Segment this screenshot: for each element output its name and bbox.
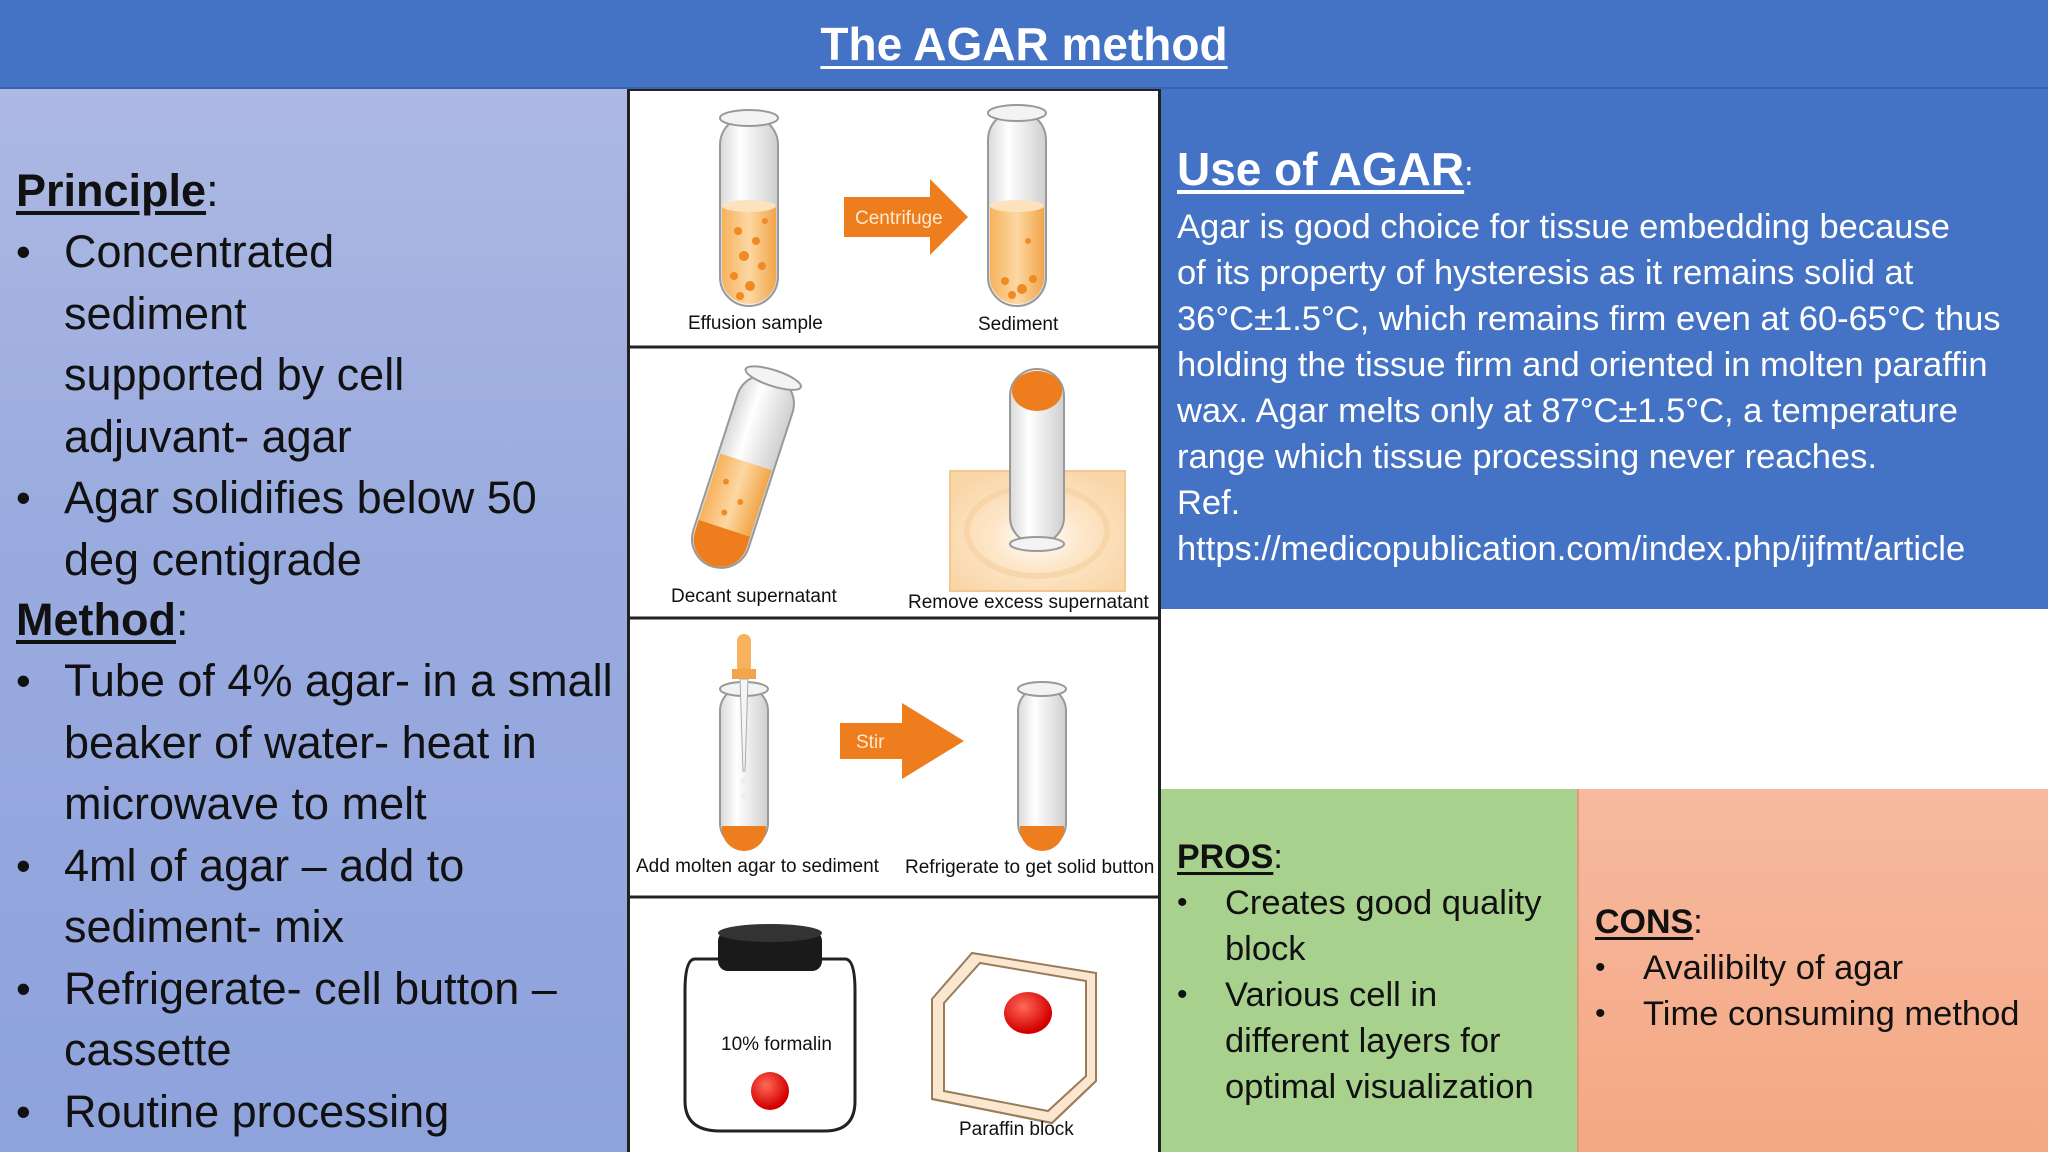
solid-button-tube-icon <box>1017 681 1067 851</box>
arrow-label-centrifuge: Centrifuge <box>855 208 943 229</box>
label-effusion: Effusion sample <box>688 313 823 334</box>
label-remove: Remove excess supernatant <box>908 592 1150 613</box>
use-line: wax. Agar melts only at 87°C±1.5°C, a te… <box>1177 392 1958 430</box>
use-line: range which tissue processing never reac… <box>1177 438 1877 476</box>
use-line: 36°C±1.5°C, which remains firm even at 6… <box>1177 300 2001 338</box>
procedure-illustration: Effusion sample Centrifuge Sediment Deca <box>630 104 1158 1140</box>
principle-item: Agar solidifies below 50 deg centigrade <box>16 467 576 590</box>
use-heading: Use of AGAR: <box>1177 139 2034 204</box>
principle-method-panel: Principle: Concentrated sediment support… <box>0 89 627 1152</box>
effusion-tube-icon <box>719 109 779 307</box>
cons-item: Availibilty of agar <box>1595 945 2038 991</box>
cons-heading-text: CONS <box>1595 903 1694 941</box>
use-ref-link: https://medicopublication.com/index.php/… <box>1177 530 1966 568</box>
paraffin-block-icon: Paraffin block <box>931 951 1097 1140</box>
principle-heading-text: Principle <box>16 165 207 216</box>
pros-heading-colon: : <box>1273 838 1283 876</box>
use-line: of its property of hysteresis as it rema… <box>1177 254 1914 292</box>
pros-panel: PROS: Creates good quality block Various… <box>1161 789 1577 1152</box>
use-line: Agar is good choice for tissue embedding… <box>1177 208 1950 246</box>
method-list: Tube of 4% agar- in a small beaker of wa… <box>16 650 617 1142</box>
method-heading-text: Method <box>16 594 176 645</box>
method-item: 4ml of agar – add to sediment- mix <box>16 835 516 958</box>
page-title: The AGAR method <box>820 17 1228 70</box>
label-paraffin: Paraffin block <box>959 1119 1074 1140</box>
use-of-agar-panel: Use of AGAR: Agar is good choice for tis… <box>1161 89 2048 609</box>
cons-heading-colon: : <box>1693 903 1703 941</box>
formalin-jar-icon: 10% formalin <box>683 924 857 1133</box>
label-decant: Decant supernatant <box>671 586 838 607</box>
principle-heading-colon: : <box>206 165 219 216</box>
pros-list: Creates good quality block Various cell … <box>1177 880 1567 1110</box>
centrifuge-arrow-icon: Centrifuge <box>844 179 968 255</box>
principle-item: Concentrated sediment supported by cell … <box>16 221 446 467</box>
method-item: Tube of 4% agar- in a small beaker of wa… <box>16 650 616 835</box>
method-item: Routine processing <box>16 1081 616 1143</box>
use-heading-text: Use of AGAR <box>1177 143 1465 195</box>
cons-item: Time consuming method <box>1595 991 2038 1037</box>
pros-item: Creates good quality block <box>1177 880 1567 972</box>
inverted-tube-icon <box>949 368 1126 592</box>
arrow-label-stir: Stir <box>856 732 885 753</box>
pros-heading-text: PROS <box>1177 838 1274 876</box>
title-bar: The AGAR method <box>0 0 2048 89</box>
label-sediment: Sediment <box>978 314 1059 335</box>
use-ref-label: Ref. <box>1177 484 1241 522</box>
pros-item: Various cell in different layers for opt… <box>1177 972 1567 1110</box>
use-line: holding the tissue firm and oriented in … <box>1177 346 1988 384</box>
label-formalin: 10% formalin <box>721 1034 832 1055</box>
sediment-tube-icon <box>987 104 1047 307</box>
procedure-figure: Effusion sample Centrifuge Sediment Deca <box>627 89 1161 1152</box>
cons-panel: CONS: Availibilty of agar Time consuming… <box>1577 789 2048 1152</box>
pros-heading: PROS: <box>1177 834 1567 880</box>
principle-list: Concentrated sediment supported by cell … <box>16 221 617 590</box>
decant-tube-icon <box>691 365 802 569</box>
use-heading-colon: : <box>1464 155 1474 193</box>
method-heading-colon: : <box>175 594 189 645</box>
cons-heading: CONS: <box>1595 899 2038 945</box>
stir-arrow-icon: Stir <box>840 703 964 779</box>
label-refrigerate: Refrigerate to get solid button <box>905 857 1154 878</box>
cons-list: Availibilty of agar Time consuming metho… <box>1595 945 2038 1037</box>
method-heading: Method: <box>16 590 617 650</box>
principle-heading: Principle: <box>16 161 617 221</box>
label-add-agar: Add molten agar to sediment <box>636 856 880 877</box>
dropper-tube-icon <box>719 634 769 851</box>
method-item: Refrigerate- cell button – cassette <box>16 958 616 1081</box>
